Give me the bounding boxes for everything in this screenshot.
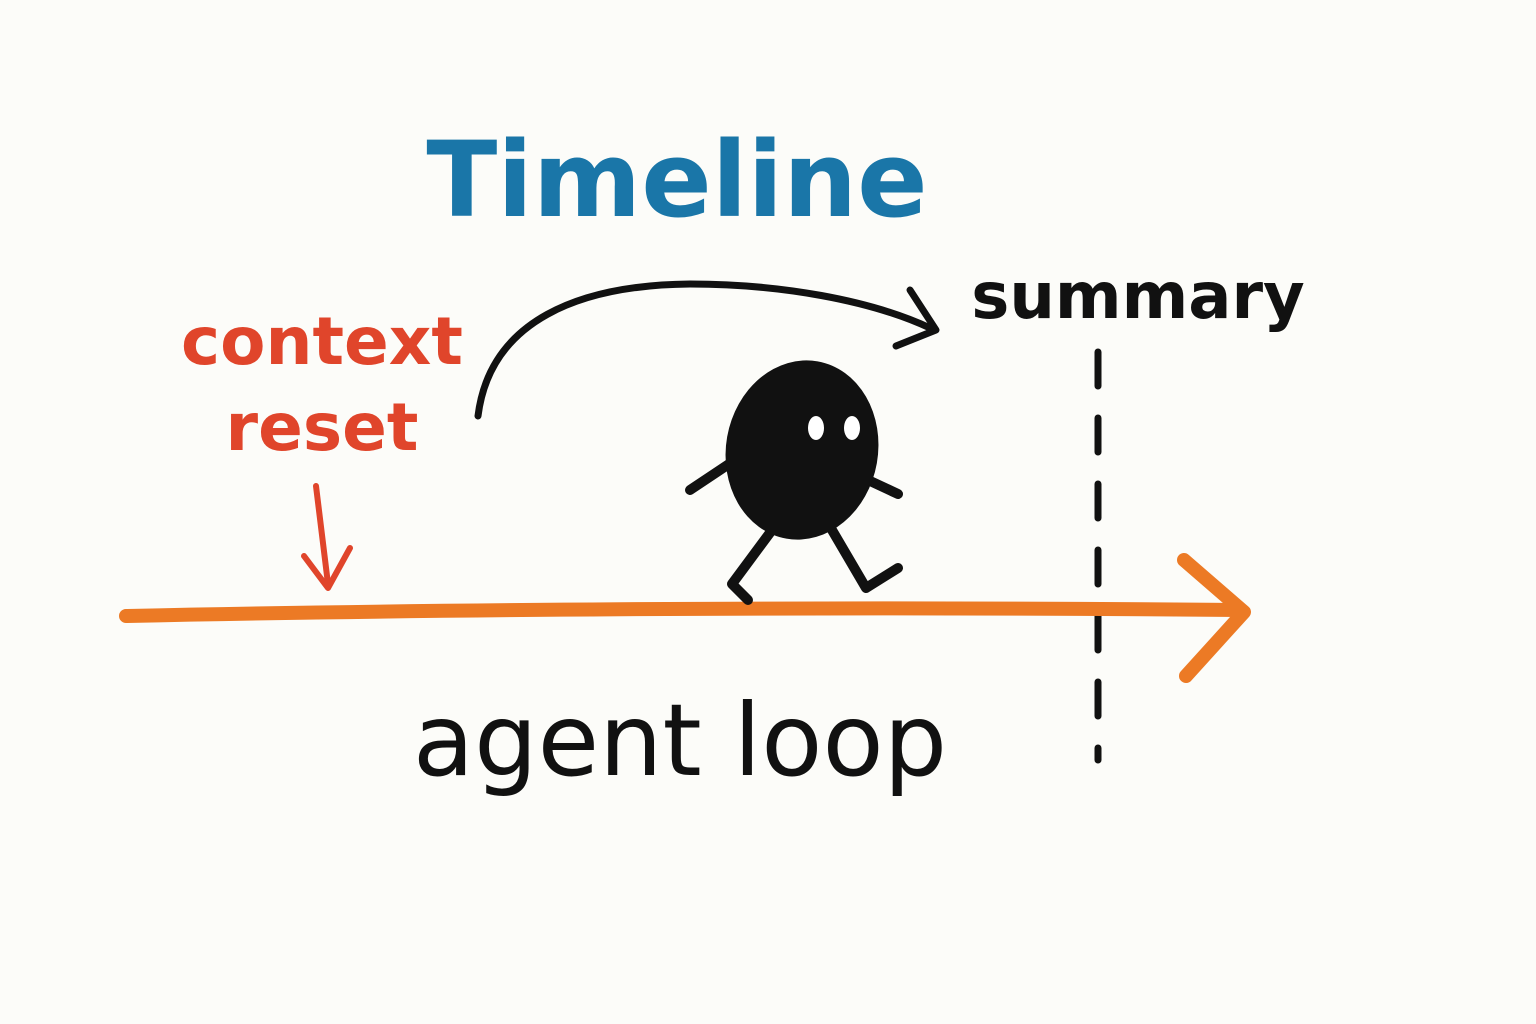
summary-label: summary (971, 260, 1305, 334)
diagram-title: Timeline (426, 119, 927, 241)
character-eye-right (844, 416, 860, 440)
curved-arrow-icon (474, 280, 940, 420)
character-eye-left (808, 416, 824, 440)
context-reset-label-line2: reset (226, 389, 419, 466)
context-reset-label-line1: context (181, 303, 463, 380)
down-arrow-icon (301, 483, 353, 591)
agent-loop-label: agent loop (413, 682, 947, 799)
walking-blob-character-icon (685, 360, 903, 605)
timeline-arrow-icon (119, 553, 1251, 683)
